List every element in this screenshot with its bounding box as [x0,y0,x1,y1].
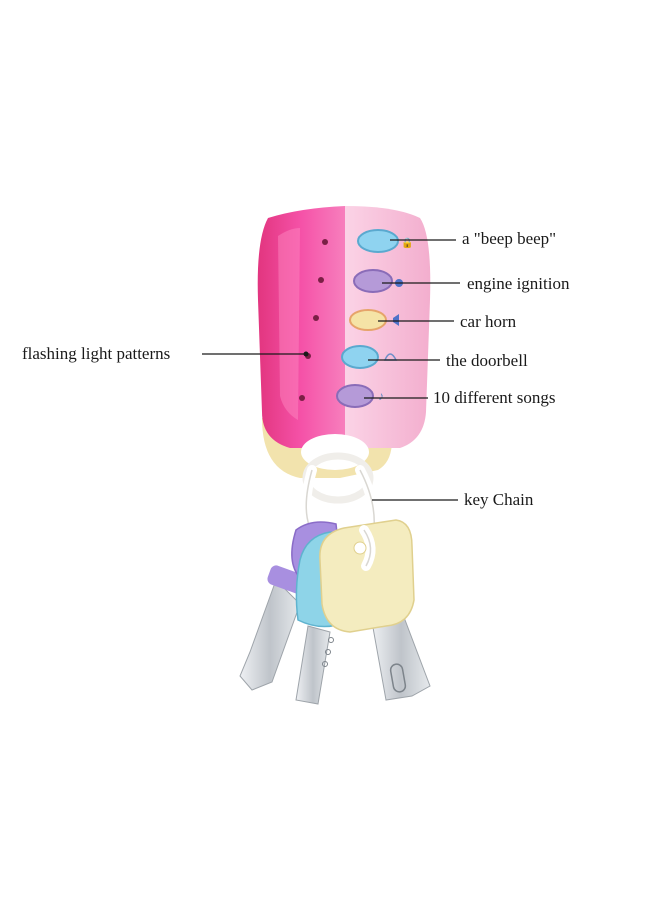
music-note-icon: ♪ [378,389,384,403]
beep-button [357,229,399,253]
remote-buttons: 🔒 ♪ [336,229,413,408]
label-keychain: key Chain [464,490,534,509]
label-lights: flashing light patterns [22,344,171,363]
label-doorbell: the doorbell [446,351,528,370]
light-dot [322,239,328,245]
light-dot [318,277,324,283]
horn-button [349,309,387,331]
doorbell-button [341,345,379,369]
ignition-button [353,269,393,293]
lock-icon: 🔒 [401,237,413,249]
leader-lines [202,239,460,501]
songs-button [336,384,374,408]
label-songs: 10 different songs [433,388,556,407]
label-horn: car horn [460,312,517,331]
remote-pink-half [257,206,345,448]
label-ignition: engine ignition [467,274,570,293]
keys [239,519,431,705]
label-beep: a "beep beep" [462,229,557,248]
light-dot [299,395,305,401]
horn-icon [393,314,399,326]
cream-key [319,519,431,701]
light-dot [313,315,319,321]
